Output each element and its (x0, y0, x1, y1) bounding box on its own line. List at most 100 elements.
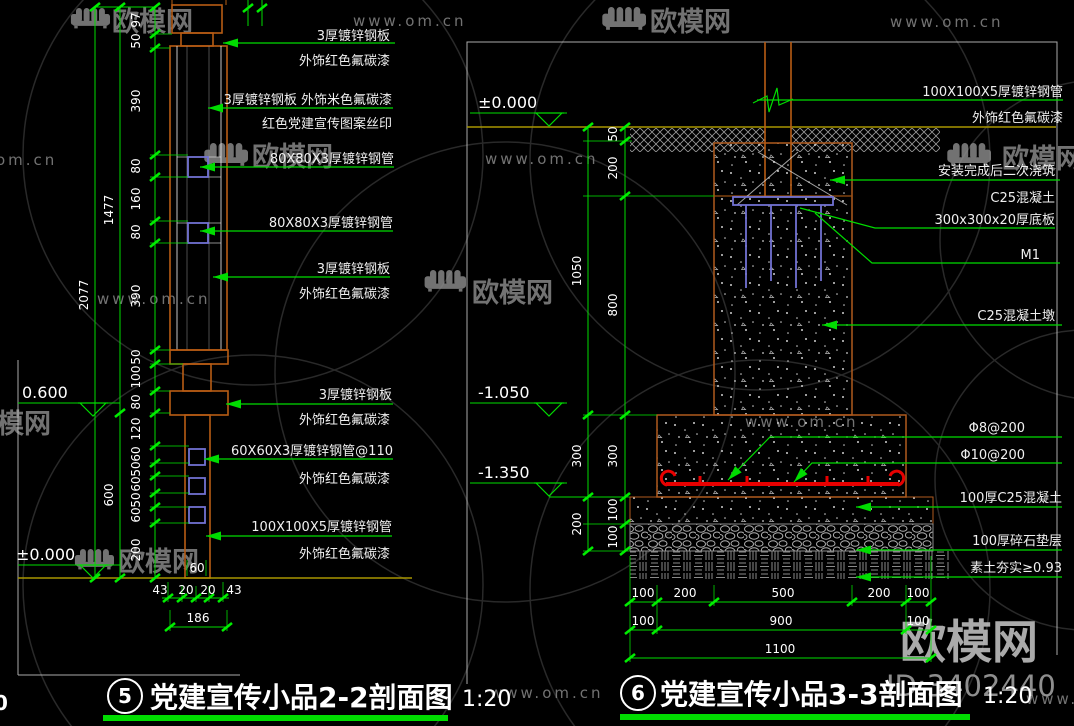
level-minus-1350: -1.350 (478, 463, 530, 482)
base-plate (732, 196, 834, 206)
level-minus-1050: -1.050 (478, 383, 530, 402)
pipe-60x60-2 (188, 477, 206, 495)
left-title: 党建宣传小品2-2剖面图 (150, 681, 453, 714)
sofa-icon (204, 143, 248, 166)
sign-body-inner-lines (176, 46, 222, 350)
sign-body-center-lines (186, 46, 210, 350)
watermark-brand: 欧模网 (1002, 144, 1074, 175)
watermark-corner-id: ID:3402440 (886, 669, 1056, 703)
right-annotations: 100X100X5厚镀锌钢管 外饰红色氟碳漆 安装完成后二次浇筑 C25混凝土 … (724, 84, 1063, 582)
right-section-panel: 50 200 800 300 100 100 1050 300 200 ±0.0… (466, 41, 1063, 720)
vdim-1477: 1477 (102, 195, 116, 226)
vdim: 80 (129, 224, 143, 239)
pipe-60x60-1 (188, 448, 206, 466)
vdim: 120 (129, 418, 143, 441)
level-ground: ±0.000 (16, 545, 75, 564)
level-upper: 0.600 (22, 383, 68, 402)
vdim: 300 (606, 445, 620, 468)
annotation: 3厚镀锌钢板 外饰米色氟碳漆 (224, 92, 392, 108)
gravel-cushion-layer (629, 523, 934, 552)
vdim-2077: 2077 (77, 280, 91, 311)
title-underline (103, 715, 448, 721)
left-extension-lines (150, 33, 189, 524)
watermark-brand: 欧模网 (650, 7, 731, 38)
vdim: 50 (129, 461, 143, 476)
level-ground: ±0.000 (478, 93, 537, 112)
left-annotations: 3厚镀锌钢板 外饰红色氟碳漆 3厚镀锌钢板 外饰米色氟碳漆 红色党建宣传图案丝印… (200, 28, 395, 562)
annotation: 红色党建宣传图案丝印 (262, 116, 392, 132)
left-bottom-dims: 43 20 20 43 186 60 (152, 560, 242, 633)
watermark-site: www.om.cn (353, 12, 467, 30)
annotation: 素土夯实≥0.93 (970, 561, 1062, 576)
sign-bottom-cover (169, 390, 229, 416)
watermark-corner-brand: 欧模网 (900, 615, 1038, 669)
annotation: 外饰红色氟碳漆 (299, 546, 390, 562)
vdim: 200 (606, 157, 620, 180)
left-sign-structure (169, 0, 229, 579)
hdim-60: 60 (189, 561, 204, 575)
vdim: 100 (606, 526, 620, 549)
vdim: 80 (129, 158, 143, 173)
annotation: 外饰红色氟碳漆 (299, 412, 390, 428)
hdim: 43 (152, 583, 167, 597)
annotation: C25混凝土墩 (977, 308, 1055, 324)
annotation: 300x300x20厚底板 (934, 212, 1055, 228)
vdim: 390 (129, 285, 143, 308)
vdim-600: 600 (102, 484, 116, 507)
right-levels: ±0.000 -1.050 -1.350 (470, 93, 625, 498)
watermark-layer: 欧模网 www.om.cn 欧模网 www.om.cn om.cn 欧模网 ww… (0, 7, 1074, 715)
vdim: 50 (129, 33, 143, 48)
vdim: 97 (129, 12, 143, 27)
left-title-block: 5 党建宣传小品2-2剖面图 1:20 (103, 678, 511, 721)
annotation: 安装完成后二次浇筑 (938, 163, 1055, 179)
left-top-cut-dim (247, 0, 263, 26)
annotation: 100X100X5厚镀锌钢管 (251, 519, 392, 535)
annotation: 3厚镀锌钢板 (317, 261, 390, 277)
right-title: 党建宣传小品3-3剖面图 (660, 678, 963, 711)
vdim: 50 (129, 492, 143, 507)
hdim: 200 (674, 586, 697, 600)
anchor-bolts (745, 205, 822, 288)
right-foundation-structure (629, 42, 950, 579)
hdim: 43 (226, 583, 241, 597)
vdim: 390 (129, 90, 143, 113)
right-dim-chains: 50 200 800 300 100 100 1050 300 200 (570, 121, 714, 557)
watermark-brand: 欧模网 (252, 142, 333, 173)
figure-number: 5 (118, 684, 132, 708)
hdim-186: 186 (187, 611, 210, 625)
hdim: 100 (907, 586, 930, 600)
annotation: 3厚镀锌钢板 (319, 387, 392, 403)
annotation: Φ8@200 (969, 421, 1025, 436)
right-title-block: 6 党建宣传小品3-3剖面图 1:20 (620, 675, 1032, 720)
vdim: 100 (129, 366, 143, 389)
rebar-hook-right (888, 469, 906, 487)
vdim: 60 (129, 446, 143, 461)
vdim: 200 (570, 513, 584, 536)
hdim: 1100 (765, 642, 796, 656)
watermark-site: www.om.cn (1026, 690, 1074, 708)
hdim: 100 (632, 586, 655, 600)
vdim: 1050 (570, 256, 584, 287)
watermark-site-short: om.cn (0, 151, 57, 169)
figure-number-circle (107, 678, 143, 714)
left-section-panel: 97 50 390 80 160 80 390 50 100 80 120 60… (16, 0, 511, 721)
left-scale: 1:20 (462, 687, 511, 712)
annotation: C25混凝土 (990, 190, 1055, 206)
right-scale: 1:20 (983, 684, 1032, 709)
concrete-pier (713, 142, 853, 416)
rebar-hook-left (659, 469, 677, 487)
watermark-brand: 欧模网 (0, 409, 51, 440)
hdim: 100 (632, 614, 655, 628)
annotation: 100厚C25混凝土 (960, 490, 1062, 506)
watermark-site: www.om.cn (485, 150, 599, 168)
watermark-site: www.om.cn (490, 684, 604, 702)
sign-top-cut-lines (171, 0, 227, 5)
annotation: 外饰红色氟碳漆 (972, 110, 1063, 126)
sofa-icon (602, 7, 646, 30)
annotation: 100厚碎石垫层 (972, 533, 1062, 549)
sofa-icon (947, 143, 991, 166)
vdim: 50 (606, 126, 620, 141)
hdim: 20 (178, 583, 193, 597)
annotation: 80X80X3厚镀锌钢管 (270, 151, 394, 167)
